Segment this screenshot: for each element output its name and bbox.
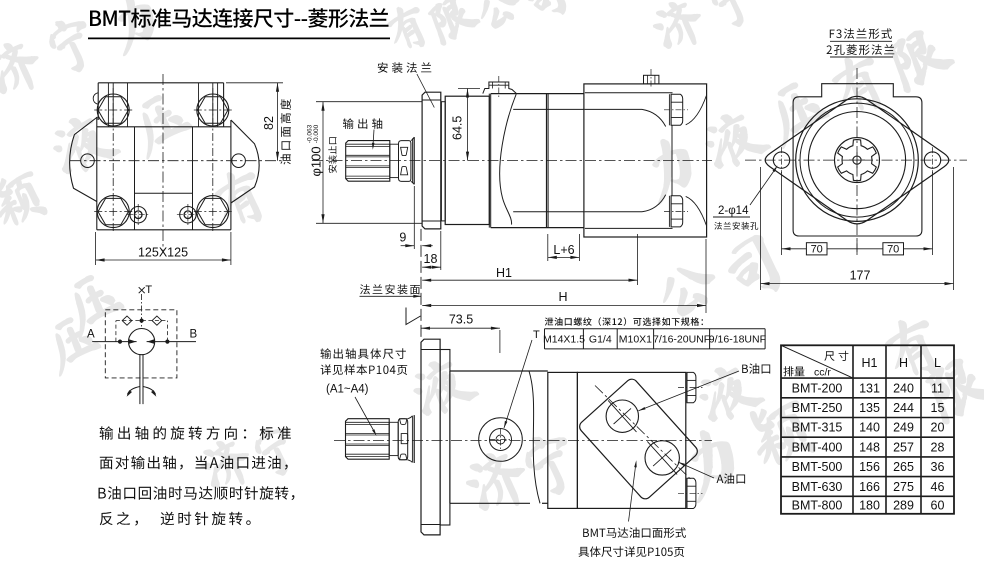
svg-text:15: 15 [931, 401, 945, 415]
svg-text:70: 70 [887, 243, 899, 255]
svg-text:BMT-400: BMT-400 [792, 440, 843, 454]
svg-text:B: B [190, 328, 198, 340]
svg-text:7/16-20UNF: 7/16-20UNF [653, 334, 710, 346]
svg-text:265: 265 [893, 460, 914, 474]
svg-text:(A1~A4): (A1~A4) [326, 384, 369, 396]
svg-text:cc/r: cc/r [814, 367, 831, 379]
svg-text:125X125: 125X125 [138, 246, 188, 260]
svg-text:148: 148 [859, 440, 880, 454]
svg-text:BMT-500: BMT-500 [792, 460, 843, 474]
svg-text:H: H [899, 356, 908, 370]
svg-text:T: T [145, 284, 152, 296]
svg-text:70: 70 [811, 243, 823, 255]
svg-text:60: 60 [931, 498, 945, 512]
svg-text:64.5: 64.5 [451, 116, 465, 140]
svg-text:L+6: L+6 [553, 243, 574, 257]
svg-text:73.5: 73.5 [449, 313, 473, 327]
svg-text:BMT-315: BMT-315 [792, 421, 843, 435]
svg-text:2-φ14: 2-φ14 [718, 205, 749, 217]
svg-text:257: 257 [893, 440, 914, 454]
svg-text:φ100: φ100 [309, 146, 324, 176]
svg-text:H: H [558, 290, 567, 304]
svg-text:244: 244 [893, 401, 914, 415]
svg-text:T: T [533, 329, 540, 341]
svg-text:M10X1: M10X1 [619, 334, 652, 346]
svg-text:11: 11 [931, 381, 944, 395]
svg-text:18: 18 [424, 252, 438, 266]
svg-text:-0.063: -0.063 [306, 124, 313, 143]
svg-text:166: 166 [859, 480, 880, 494]
svg-text:A: A [87, 328, 95, 340]
svg-text:140: 140 [859, 421, 880, 435]
svg-text:275: 275 [893, 480, 914, 494]
svg-text:131: 131 [859, 381, 880, 395]
svg-text:BMT-200: BMT-200 [792, 381, 843, 395]
svg-text:135: 135 [859, 401, 880, 415]
svg-text:BMT-250: BMT-250 [792, 401, 843, 415]
svg-text:240: 240 [893, 381, 914, 395]
svg-text:156: 156 [859, 460, 880, 474]
svg-text:180: 180 [859, 498, 880, 512]
svg-text:177: 177 [850, 269, 871, 283]
svg-text:BMT-630: BMT-630 [792, 480, 843, 494]
svg-text:BMT-800: BMT-800 [792, 498, 843, 512]
svg-text:82: 82 [262, 116, 276, 130]
svg-text:249: 249 [893, 421, 914, 435]
svg-text:289: 289 [893, 498, 914, 512]
svg-text:M14X1.5: M14X1.5 [543, 334, 585, 346]
svg-text:-0.000: -0.000 [313, 124, 320, 143]
svg-text:20: 20 [931, 421, 945, 435]
svg-text:36: 36 [931, 460, 945, 474]
svg-text:L: L [934, 356, 941, 370]
svg-text:H1: H1 [862, 356, 878, 370]
svg-text:G1/4: G1/4 [589, 334, 612, 346]
svg-text:9/16-18UNF: 9/16-18UNF [709, 334, 766, 346]
svg-text:9: 9 [399, 231, 406, 245]
svg-text:H1: H1 [496, 266, 512, 280]
svg-text:46: 46 [931, 480, 945, 494]
svg-text:28: 28 [931, 440, 945, 454]
